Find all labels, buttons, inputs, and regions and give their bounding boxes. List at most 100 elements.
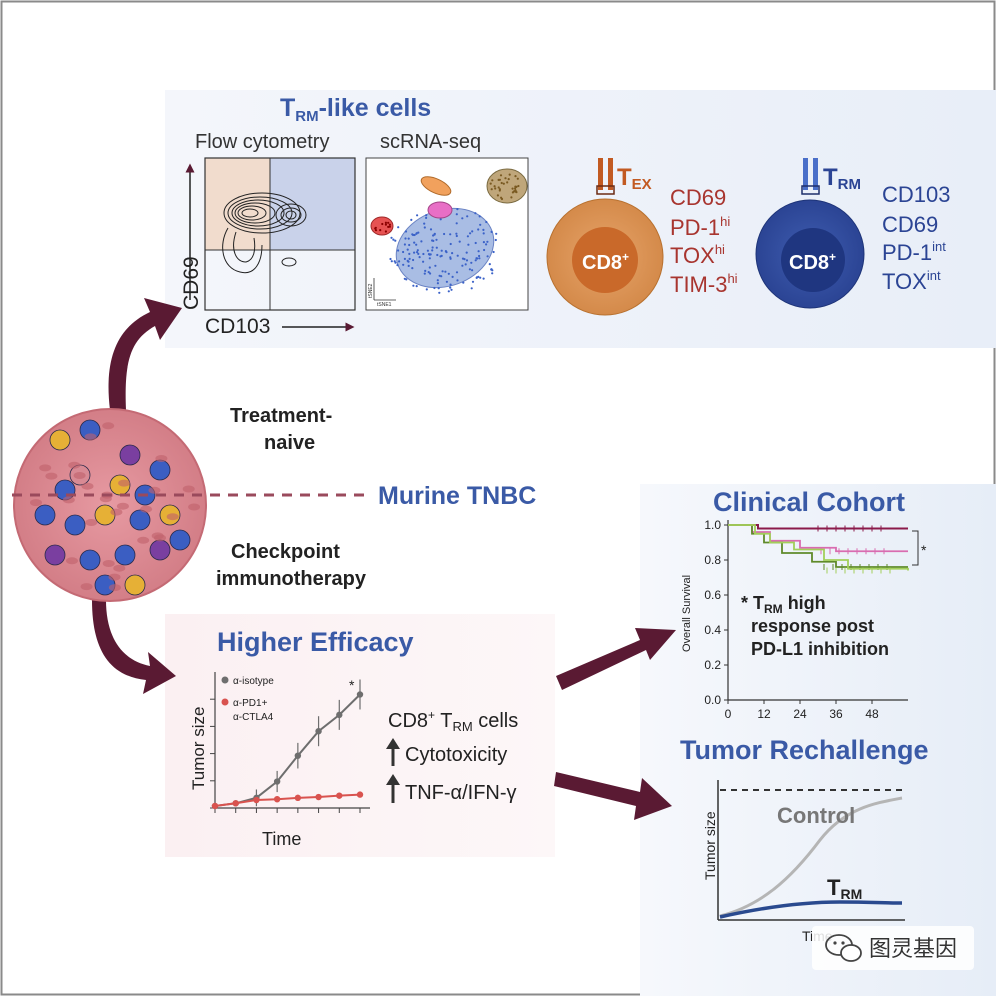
scrna-point — [496, 194, 499, 197]
scrna-point — [374, 227, 377, 230]
clinical-x-tick-label: 36 — [829, 707, 843, 721]
clinical-title: Clinical Cohort — [713, 487, 905, 517]
scrna-point — [394, 261, 397, 264]
legend-label-treated-2: α-CTLA4 — [233, 712, 274, 723]
flow-contours — [222, 192, 307, 274]
scrna-tsne2-label: tSNE2 — [368, 283, 374, 298]
arrow-to-rechallenge — [554, 772, 672, 820]
up-arrow-cytotoxicity-icon — [386, 738, 400, 766]
scrna-point — [436, 282, 439, 285]
flow-plot-frame — [204, 157, 356, 311]
scrna-point — [440, 249, 443, 252]
clinical-survival-curve — [728, 524, 909, 571]
scrna-point — [490, 268, 493, 271]
scrna-point — [388, 225, 391, 228]
scrna-point — [437, 287, 440, 290]
scrna-point — [408, 252, 411, 255]
scrna-point — [415, 243, 418, 246]
scrna-point — [427, 271, 430, 274]
scrna-point — [431, 246, 434, 249]
scrna-point — [425, 216, 428, 219]
scrna-point — [412, 284, 415, 287]
scrna-point — [462, 281, 465, 284]
scrna-point — [490, 188, 493, 191]
scrna-point — [485, 243, 488, 246]
scrna-point — [471, 230, 474, 233]
tumor-cell — [149, 459, 171, 481]
scrna-point — [425, 214, 428, 217]
scrna-point — [482, 232, 485, 235]
tumor-cell — [64, 514, 86, 536]
scrna-point — [494, 238, 497, 242]
scrna-point — [418, 256, 421, 259]
scrna-point — [456, 279, 459, 282]
efficacy-data-point — [356, 691, 364, 698]
scrna-point — [374, 229, 378, 232]
scrna-point — [424, 269, 427, 272]
scrna-point — [500, 196, 503, 199]
scrna-point — [465, 259, 469, 262]
tumor-stroma-cell — [116, 502, 129, 510]
scrna-point — [455, 234, 458, 238]
scrna-point — [447, 272, 450, 275]
clinical-survival-curve — [728, 524, 908, 568]
flow-quadrant-cd69-only — [205, 158, 270, 250]
tumor-stroma-cell — [148, 486, 161, 494]
effect-cytotoxicity: Cytotoxicity — [405, 744, 507, 766]
tex-marker-cd69: CD69 — [670, 185, 726, 210]
scrna-point — [450, 288, 453, 291]
tumor-stroma-cell — [155, 455, 168, 462]
scrna-point — [482, 241, 485, 244]
scrna-point — [396, 264, 399, 267]
scrna-point — [516, 177, 519, 180]
scrna-point — [514, 185, 517, 188]
trm-receptor-left — [803, 158, 808, 190]
scrna-point — [455, 232, 458, 235]
scrna-point — [495, 232, 498, 235]
scrna-point — [466, 235, 469, 238]
tumor-stroma-cell — [45, 472, 58, 480]
scrna-point — [416, 214, 419, 217]
scrna-point — [422, 252, 425, 256]
scrna-point — [466, 215, 469, 218]
tex-markers: CD69 PD-1hi TOXhi TIM-3hi — [670, 185, 738, 297]
scrna-point — [490, 230, 493, 233]
scrna-cluster-orange — [420, 176, 452, 196]
tex-marker-tim3: TIM-3hi — [670, 271, 738, 297]
tumor-stroma-cell — [30, 499, 42, 507]
murine-tnbc-label: Murine TNBC — [378, 482, 536, 510]
scrna-point — [475, 257, 478, 260]
scrna-point — [455, 271, 459, 274]
scrna-point — [474, 212, 477, 215]
scrna-point — [384, 221, 387, 224]
tumor-cell — [124, 574, 146, 596]
tumor-cell — [119, 444, 141, 466]
scrna-point — [461, 257, 465, 260]
scrna-point — [411, 267, 414, 270]
tumor-stroma-cell — [102, 560, 115, 567]
tumor-stroma-cell — [113, 564, 126, 572]
scrna-point — [423, 226, 426, 229]
clinical-note-line3: PD-L1 inhibition — [751, 639, 889, 659]
scrna-point — [387, 225, 390, 228]
scrna-point — [451, 252, 454, 255]
scrna-point — [435, 238, 438, 241]
scrna-point — [426, 249, 429, 252]
tex-cell-nucleus — [572, 227, 638, 293]
scrna-cluster-brown — [486, 168, 528, 204]
efficacy-data-point — [336, 792, 343, 799]
clinical-bracket — [912, 530, 919, 566]
efficacy-series — [211, 679, 364, 810]
scrna-point — [435, 246, 438, 249]
scrna-point — [415, 232, 418, 235]
efficacy-data-point — [315, 793, 322, 801]
scrna-point — [478, 257, 481, 260]
legend-marker-isotype — [221, 676, 229, 684]
scrna-point — [491, 272, 494, 275]
tumor-stroma-cell — [85, 519, 98, 526]
scrna-point — [477, 250, 480, 253]
scrna-point — [407, 237, 410, 240]
tumor-stroma-cell — [166, 513, 179, 521]
scrna-point — [417, 231, 420, 234]
trm-cell-label: CD8+ — [789, 250, 836, 274]
